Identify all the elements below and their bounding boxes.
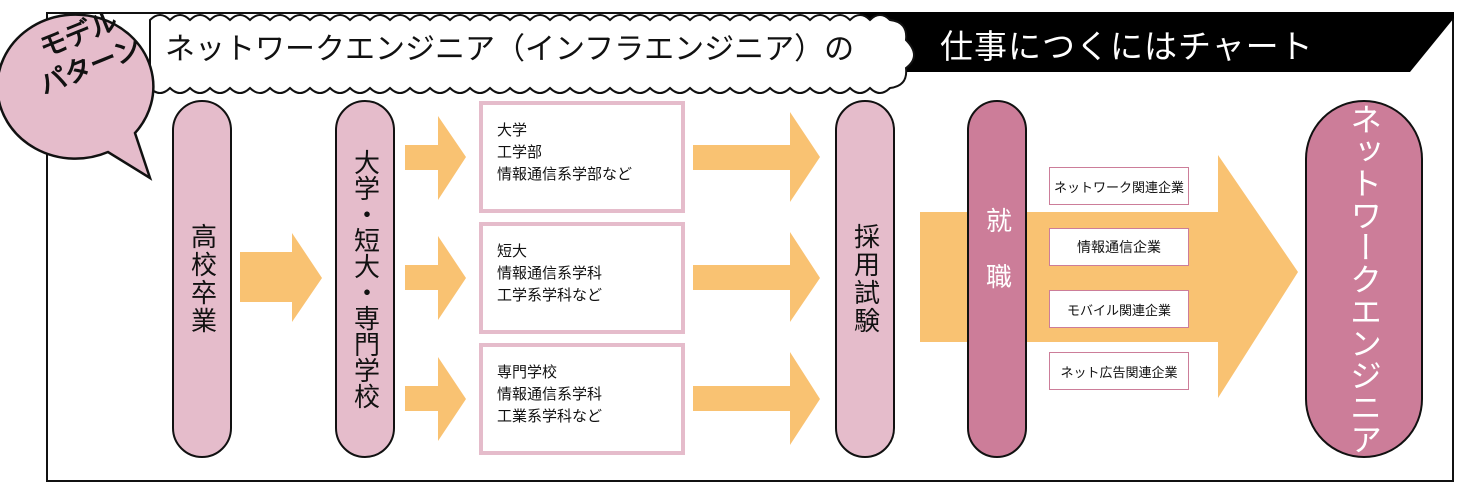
arrow-schools-to-box3 — [405, 357, 466, 441]
arrow-schools-to-box1 — [405, 116, 466, 200]
stage-exam-label: 採用試験 — [849, 223, 880, 335]
arrow-schools-to-box2 — [405, 236, 466, 320]
company-box-network: ネットワーク関連企業 — [1049, 167, 1189, 205]
company-box-info-comm: 情報通信企業 — [1049, 228, 1189, 266]
stage-high-school-label: 高校卒業 — [186, 223, 217, 335]
stage-employment-label: 就 職 — [981, 207, 1012, 291]
school-box-line: 工業系学科など — [497, 407, 603, 425]
stage-exam: 採用試験 — [835, 100, 895, 458]
stage-goal-network-engineer: ネットワークエンジニア — [1305, 100, 1423, 458]
school-box-vocational: 専門学校 情報通信系学科 工業系学科など — [479, 343, 685, 455]
arrow-box3-to-exam — [693, 352, 820, 445]
school-box-line: 工学系学科など — [497, 286, 603, 304]
title-cloud — [149, 14, 915, 94]
school-box-line: 情報通信系学科 — [497, 264, 603, 282]
badge-bubble — [0, 13, 155, 181]
chart-frame — [46, 12, 1454, 482]
school-box-university: 大学 工学部 情報通信系学部など — [479, 101, 685, 213]
stage-schools: 大学・短大・専門学校 — [335, 100, 395, 458]
chart-subtitle: 仕事につくにはチャート — [940, 27, 1314, 66]
stage-schools-label: 大学・短大・専門学校 — [349, 149, 380, 409]
arrow-box2-to-exam — [693, 232, 820, 322]
stage-high-school: 高校卒業 — [172, 100, 232, 458]
chart-title: ネットワークエンジニア（インフラエンジニア）の — [165, 32, 855, 67]
school-box-junior-college: 短大 情報通信系学科 工学系学科など — [479, 222, 685, 334]
title-banner — [860, 12, 1454, 72]
school-box-line: 大学 — [497, 121, 528, 139]
school-box-line: 工学部 — [497, 143, 543, 161]
arrows — [240, 112, 1298, 445]
arrow-highschool-to-schools — [240, 233, 322, 322]
stage-employment: 就 職 — [967, 100, 1027, 458]
school-box-line: 情報通信系学科 — [497, 385, 603, 403]
stage-goal-label: ネットワークエンジニア — [1345, 103, 1383, 455]
company-box-net-ad: ネット広告関連企業 — [1049, 352, 1189, 390]
school-box-line: 情報通信系学部など — [497, 165, 633, 183]
arrow-box1-to-exam — [693, 112, 820, 202]
school-box-line: 短大 — [497, 242, 528, 260]
company-box-mobile: モバイル関連企業 — [1049, 290, 1189, 328]
school-box-line: 専門学校 — [497, 363, 558, 381]
